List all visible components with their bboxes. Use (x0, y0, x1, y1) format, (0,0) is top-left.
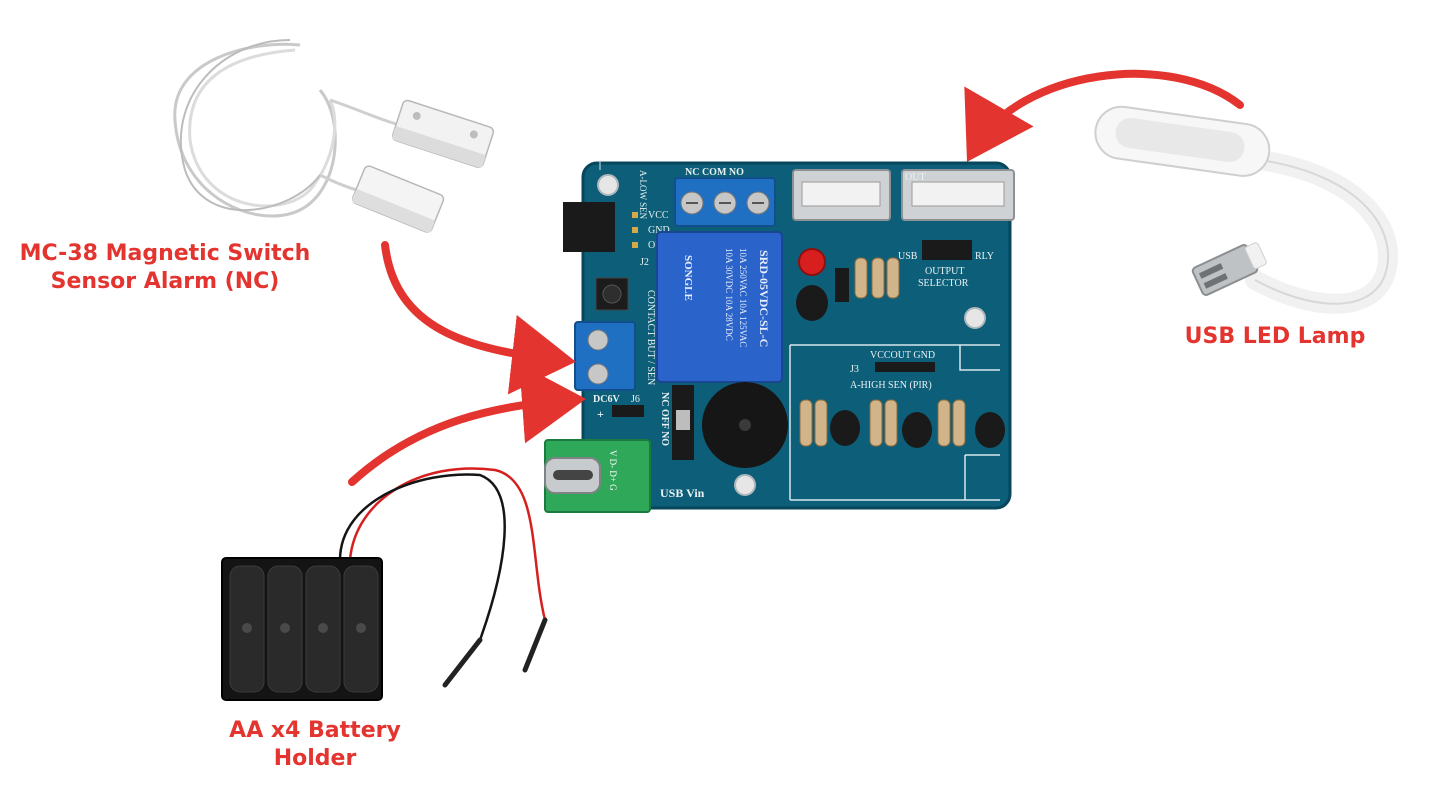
rly-select-label: RLY (975, 251, 994, 262)
lamp-callout-line1: USB LED Lamp (1184, 324, 1366, 349)
relay-icon: SONGLE SRD-05VDC-SL-C 10A 250VAC 10A 125… (656, 231, 783, 383)
j6-label: J6 (631, 394, 640, 405)
arrows (348, 69, 1244, 486)
relay-brand: SONGLE (682, 255, 694, 301)
battery-callout-line1: AA x4 Battery (229, 718, 401, 743)
usb-out-label: OUT (905, 172, 926, 183)
sensor-header-label: A-LOW SEN (638, 170, 648, 220)
arrow-lamp (964, 69, 1244, 162)
pin-vcc: VCC (648, 210, 669, 221)
contact-label: CONTACT BUT / SEN (645, 290, 656, 385)
pin-gnd: GND (648, 225, 670, 236)
battery-callout: AA x4 Battery Holder (205, 717, 425, 773)
j3-label: J3 (850, 364, 859, 375)
j3-pins-label: VCCOUT GND (870, 350, 935, 361)
usb-select-label: USB (898, 251, 918, 262)
battery-holder-icon (221, 467, 548, 701)
arrow-sensor (381, 241, 576, 395)
relay-rating-ac: 10A 250VAC 10A 125VAC (738, 248, 748, 347)
usb-vin-label: USB Vin (660, 486, 705, 500)
lamp-callout: USB LED Lamp (1170, 323, 1380, 351)
output-selector-line1: OUTPUT (925, 266, 964, 277)
dc6v-label: DC6V (593, 394, 620, 405)
output-selector-line2: SELECTOR (918, 278, 969, 289)
typec-pins: V D- D+ G (608, 450, 618, 491)
sensor-callout-line2: Sensor Alarm (NC) (50, 269, 280, 294)
arrow-battery (348, 363, 586, 486)
a-high-label: A-HIGH SEN (PIR) (850, 380, 932, 391)
usb-port-icon (792, 169, 1015, 221)
led-lamp-icon (1094, 105, 1399, 314)
slide-switch-label: NC OFF NO (659, 392, 670, 446)
relay-rating-dc: 10A 30VDC 10A 28VDC (724, 248, 734, 341)
jumper-j2: J2 (640, 257, 649, 268)
battery-callout-line2: Holder (273, 746, 357, 771)
relay-terminal-label: NC COM NO (685, 167, 744, 178)
magnetic-switch-icon (173, 39, 495, 233)
buzzer-icon (702, 382, 788, 468)
sensor-callout: MC-38 Magnetic Switch Sensor Alarm (NC) (15, 240, 315, 296)
sensor-callout-line1: MC-38 Magnetic Switch (19, 241, 311, 266)
relay-model: SRD-05VDC-SL-C (757, 250, 771, 347)
polarity-plus: + (597, 407, 604, 421)
controller-board: VCC GND OUT J2 A-LOW SEN NC COM NO SONGL… (544, 160, 1015, 513)
